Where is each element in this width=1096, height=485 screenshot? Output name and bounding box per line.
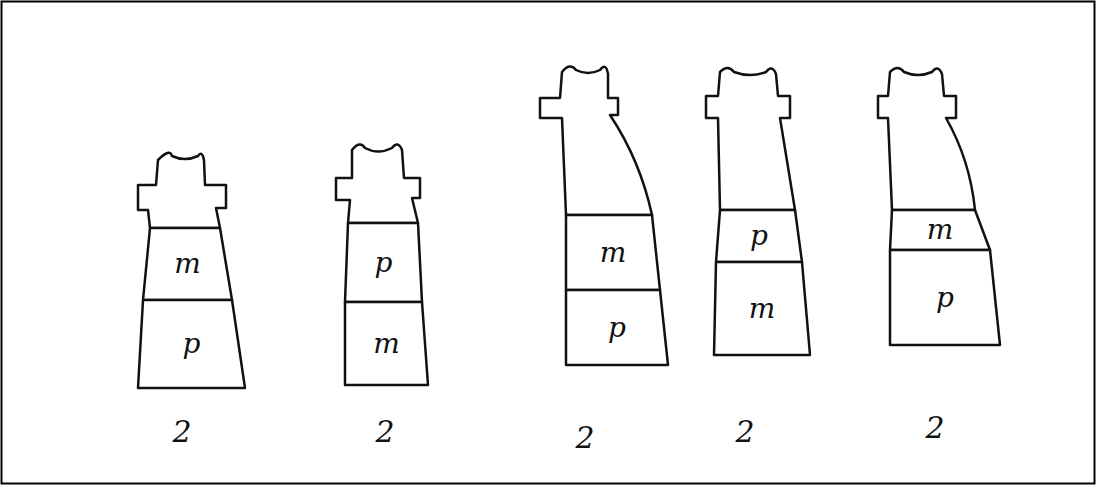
- segment-shape: [345, 223, 422, 302]
- segment-letter: m: [373, 330, 400, 358]
- segment-box: p: [566, 290, 668, 365]
- segment-box: p: [716, 210, 802, 262]
- segment-letter: m: [600, 239, 627, 267]
- segment-letter: p: [375, 249, 393, 277]
- segment-box: m: [566, 215, 660, 290]
- segment-letter: m: [927, 216, 954, 244]
- figure-number: 2: [172, 417, 191, 447]
- segment-letter: m: [174, 250, 201, 278]
- segment-letter: p: [750, 222, 768, 250]
- segment-box: p: [138, 300, 245, 388]
- segment-box: m: [345, 302, 428, 385]
- figure-number: 2: [735, 417, 754, 447]
- figure-number: 2: [925, 413, 944, 443]
- segment-box: p: [345, 223, 422, 302]
- segment-shape: [566, 290, 668, 365]
- figure-number: 2: [375, 417, 394, 447]
- segment-shape: [345, 302, 428, 385]
- figure-head: [540, 66, 652, 215]
- figure-head: [706, 68, 795, 210]
- figure-head: [336, 144, 420, 223]
- segment-box: m: [143, 228, 232, 300]
- segment-shape: [890, 210, 990, 250]
- segment-shape: [714, 262, 810, 355]
- segment-shape: [143, 228, 232, 300]
- segment-shape: [890, 250, 1000, 345]
- segment-shape: [716, 210, 802, 262]
- segment-letter: p: [608, 314, 626, 342]
- segment-letter: p: [936, 284, 954, 312]
- segment-letter: m: [749, 295, 776, 323]
- segment-box: m: [890, 210, 990, 250]
- figure-head: [138, 153, 226, 228]
- figure-number: 2: [575, 423, 594, 453]
- segment-shape: [566, 215, 660, 290]
- figure-head: [878, 68, 975, 210]
- segment-shape: [138, 300, 245, 388]
- segment-box: m: [714, 262, 810, 355]
- segment-letter: p: [183, 330, 201, 358]
- segment-box: p: [890, 250, 1000, 345]
